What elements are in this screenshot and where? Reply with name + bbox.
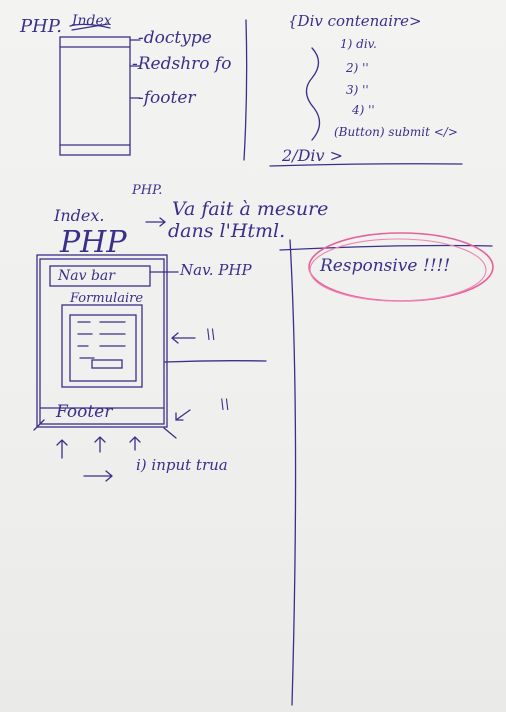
form-box <box>61 304 143 388</box>
mockup-frame-inner <box>39 258 165 425</box>
top-divider <box>243 19 248 161</box>
php-big: PHP <box>60 225 127 260</box>
arrow-up-1 <box>56 439 68 459</box>
form-label: Formulaire <box>70 291 144 306</box>
button-submit: (Button) submit </> <box>334 125 458 139</box>
quote-mark-1: \\ <box>206 327 216 343</box>
right-divider <box>289 239 297 706</box>
navbar-box <box>49 265 151 287</box>
arrow-footer <box>175 409 191 421</box>
responsive-label: Responsive !!!! <box>320 256 451 276</box>
arrow-up-2 <box>94 436 106 453</box>
input-text: i) input trua <box>136 456 228 474</box>
arrow-input <box>83 470 114 482</box>
mid-line <box>164 360 267 363</box>
responsive-ellipse-inner <box>309 238 487 302</box>
quote-mark-2: \\ <box>220 397 230 413</box>
brace-squiggle <box>305 47 321 141</box>
div-2: 2) '' <box>346 61 369 75</box>
page-box <box>59 36 131 156</box>
item-doctype: -doctype <box>138 28 212 48</box>
arrow-form <box>170 332 196 344</box>
dans-html-text: dans l'Html. <box>168 220 286 242</box>
right-top-line <box>279 244 493 251</box>
container-open: {Div contenaire> <box>288 12 422 30</box>
div-3: 3) '' <box>346 83 369 97</box>
container-underline <box>269 163 463 167</box>
arrow-va-fait <box>145 217 167 227</box>
form-submit-box <box>91 359 123 369</box>
index-label: Index. <box>54 206 105 225</box>
arrow-up-3 <box>129 436 141 451</box>
div-4: 4) '' <box>352 103 375 117</box>
php-small: PHP. <box>132 183 163 198</box>
struck-word: Index <box>72 13 112 29</box>
form-labels-scribble <box>77 321 95 359</box>
navbar-label: Nav bar <box>58 268 115 284</box>
nav-php-label: Nav. PHP <box>180 261 252 279</box>
div-1: 1) div. <box>340 37 377 51</box>
form-inner-box <box>69 314 137 382</box>
item-redshro: -Redshro fo <box>132 54 232 74</box>
item-footer: -footer <box>138 88 196 108</box>
footer-label: Footer <box>56 402 113 422</box>
strike-mark <box>69 23 111 31</box>
container-close: 2/Div > <box>282 146 344 165</box>
corner-marks <box>33 419 177 439</box>
php-label: PHP. <box>20 16 62 37</box>
mockup-frame-outer <box>36 254 168 428</box>
va-fait-text: Va fait à mesure <box>172 198 329 220</box>
